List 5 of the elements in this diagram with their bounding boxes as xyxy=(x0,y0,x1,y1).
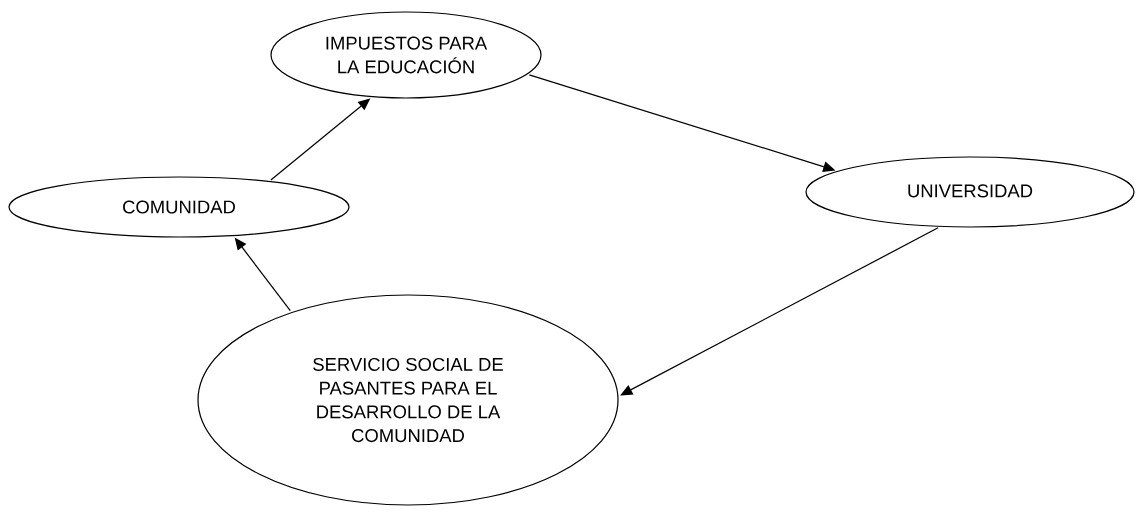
ellipse-node: UNIVERSIDAD xyxy=(805,156,1135,228)
ellipse-node: SERVICIO SOCIAL DE PASANTES PARA EL DESARROLLO DE LA COMUNIDAD xyxy=(197,294,619,506)
ellipse-node: COMUNIDAD xyxy=(8,176,350,238)
ellipse-node: IMPUESTOS PARA LA EDUCACIÓN xyxy=(270,11,542,99)
arrow xyxy=(620,227,939,396)
